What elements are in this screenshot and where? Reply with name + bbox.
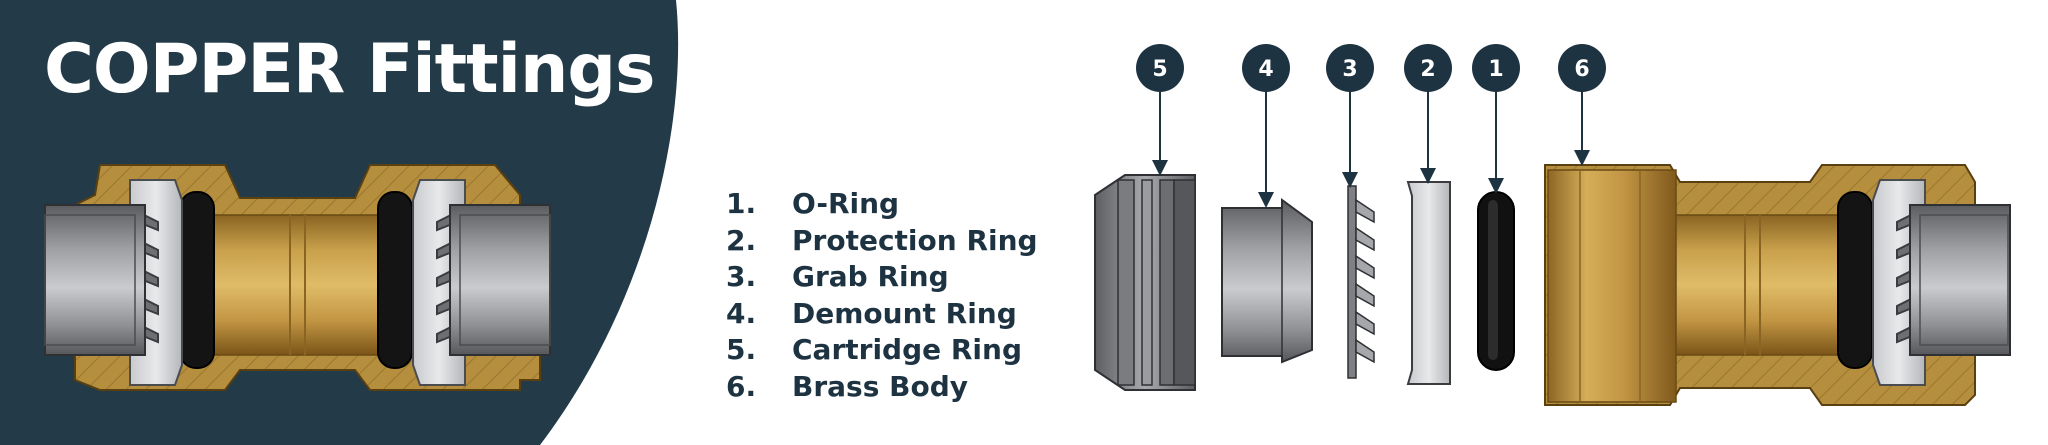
legend-item: 2. Protection Ring [726,223,1038,260]
callout-badge-3: 3 [1326,44,1374,92]
callout-number: 6 [1574,57,1589,82]
callout-number: 4 [1258,57,1273,82]
legend-label: Grab Ring [792,260,949,293]
callout-leaders [1152,90,1590,208]
legend-label: Brass Body [792,369,968,403]
legend-number: 4. [726,296,757,330]
page-title: COPPER Fittings [44,30,656,109]
part-cartridge-ring [1094,174,1196,391]
legend-label: Cartridge Ring [792,333,1023,366]
callout-number: 3 [1342,57,1357,82]
callout-badge-4: 4 [1242,44,1290,92]
callout-badge-5: 5 [1136,44,1184,92]
legend-number: 1. [726,187,757,220]
legend-number: 6. [726,369,757,403]
legend-label: Protection Ring [792,223,1038,257]
callout-number: 5 [1152,57,1167,82]
legend-number: 5. [726,333,757,366]
legend-number: 2. [726,223,757,257]
part-o-ring [1477,191,1515,371]
legend-item: 3. Grab Ring [726,259,1038,296]
legend-number: 3. [726,260,757,293]
legend-label: Demount Ring [792,296,1017,330]
legend-item: 1. O-Ring [726,186,1038,223]
legend-item: 6. Brass Body [726,369,1038,406]
parts-legend: 1. O-Ring 2. Protection Ring 3. Grab Rin… [726,186,1038,405]
part-brass-body [1544,164,2011,406]
assembled-fitting [44,164,551,391]
part-grab-ring [1347,185,1375,379]
callout-badge-1: 1 [1472,44,1520,92]
part-protection-ring [1406,181,1451,385]
legend-item: 4. Demount Ring [726,296,1038,333]
callout-number: 2 [1420,57,1435,82]
part-demount-ring [1221,198,1313,364]
callout-badge-6: 6 [1558,44,1606,92]
callout-badge-2: 2 [1404,44,1452,92]
callout-number: 1 [1488,57,1503,82]
legend-label: O-Ring [792,187,900,220]
legend-item: 5. Cartridge Ring [726,332,1038,369]
